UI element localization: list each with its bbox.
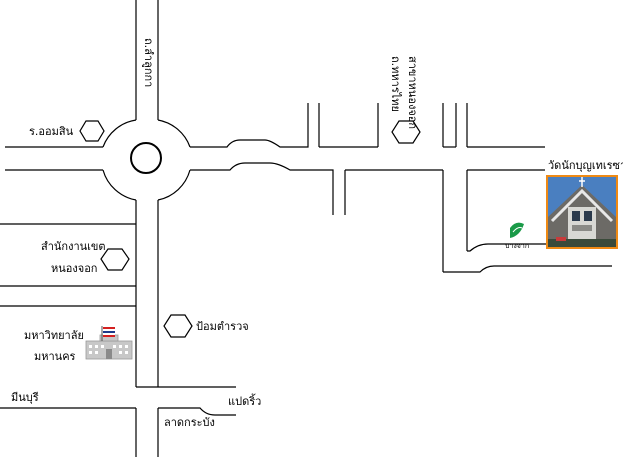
- university-label-line1: มหาวิทยาลัย: [24, 329, 84, 342]
- lat-krabang-label: ลาดกระบัง: [164, 416, 215, 429]
- road-label-om-sin: ร.ออมสิน: [29, 125, 74, 138]
- university-label-line2: มหานคร: [34, 350, 76, 363]
- thai-flag-icon: [101, 326, 115, 341]
- district-office-label-line2: หนองจอก: [51, 262, 98, 275]
- road-label-sakha-nong-chok: สาขาหนองจอก: [406, 56, 419, 130]
- hexagon-marker-icon: [391, 120, 421, 144]
- church-photo: [546, 175, 618, 249]
- police-booth-label: ป้อมตำรวจ: [196, 320, 249, 333]
- temple-label: วัดนักบุญเทเรซา: [548, 159, 623, 172]
- hexagon-marker-icon: [79, 120, 105, 142]
- bangchak-label: บางจาก: [505, 242, 530, 250]
- university-building-icon: [85, 334, 133, 360]
- road-label-thahan-thai: ถ.ทหารไทย: [389, 56, 402, 112]
- hexagon-marker-icon: [163, 314, 193, 338]
- district-office-label-line1: สำนักงานเขต: [41, 240, 106, 253]
- hexagon-marker-icon: [100, 248, 130, 271]
- road-label-tha-lukka: ถ.ลำลูกกา: [142, 38, 155, 88]
- min-buri-label: มีนบุรี: [11, 391, 39, 404]
- bangchak-logo-icon: [510, 222, 524, 238]
- paet-rio-label: แปดริ้ว: [228, 395, 262, 408]
